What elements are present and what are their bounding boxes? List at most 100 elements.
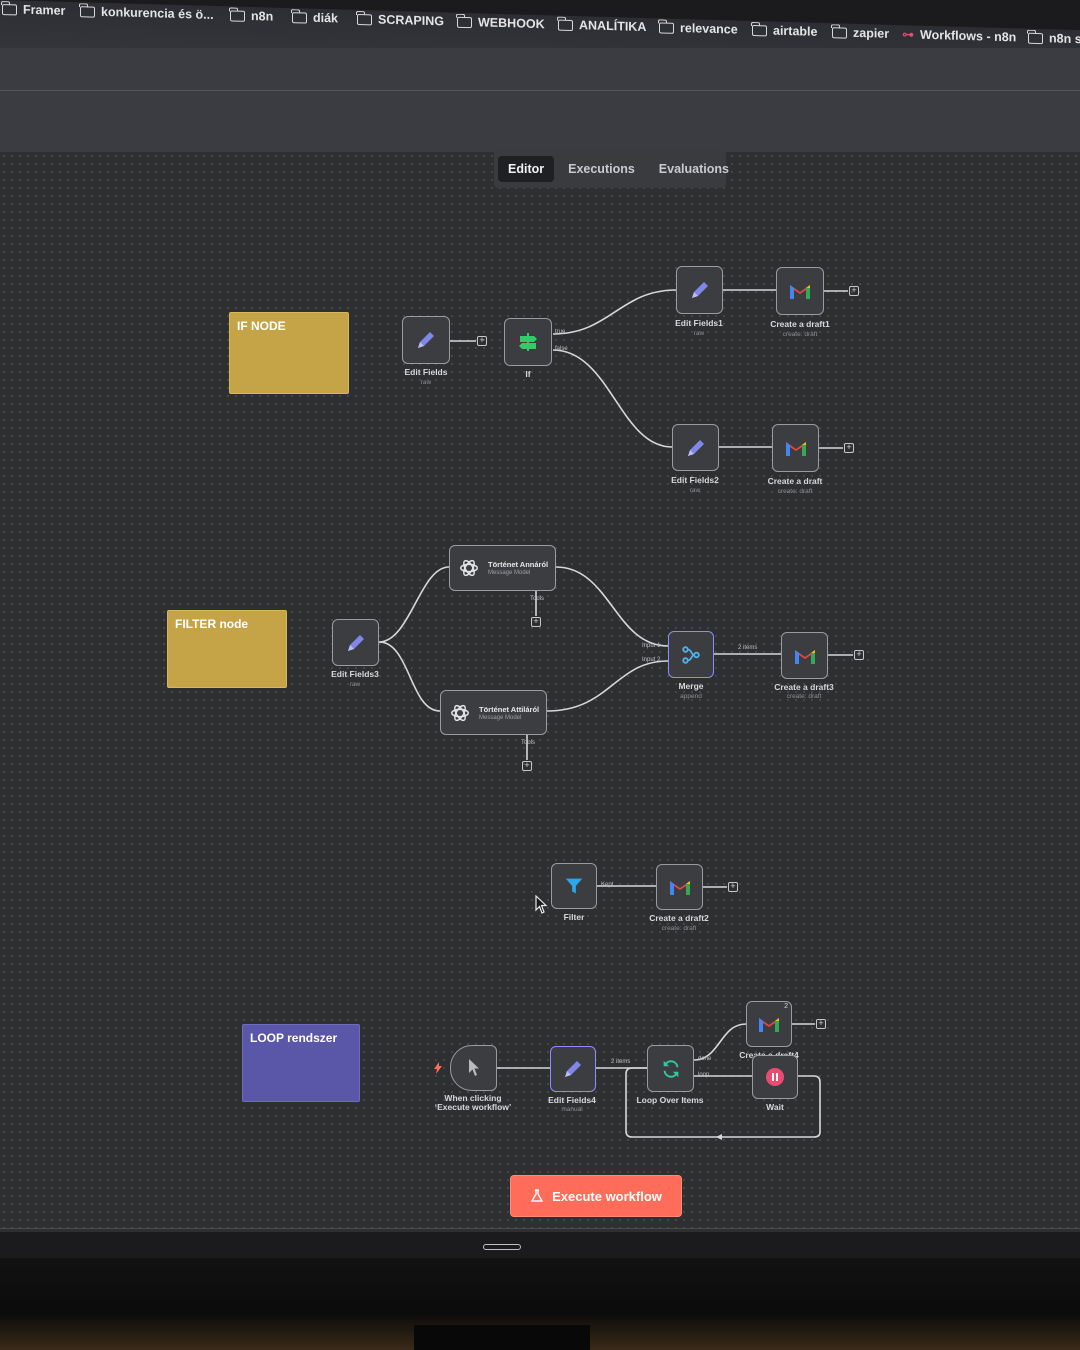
node-create-draft2[interactable]: [656, 864, 703, 910]
node-label: Edit Fields: [404, 367, 448, 377]
add-node-button[interactable]: +: [477, 336, 487, 346]
node-if[interactable]: [504, 318, 552, 366]
openai-icon: [460, 559, 478, 577]
merge-icon: [682, 645, 700, 664]
node-subtitle: raw: [689, 487, 701, 494]
bookmark-label: n8n s: [1049, 31, 1080, 47]
bookmark-label: airtable: [773, 23, 818, 39]
node-merge[interactable]: [668, 631, 714, 678]
node-edit-fields2[interactable]: [672, 424, 719, 471]
node-create-draft1[interactable]: [776, 267, 824, 315]
node-subtitle: Message Model: [488, 570, 531, 576]
bookmark-diak[interactable]: diák: [292, 10, 338, 25]
folder-icon: [2, 3, 17, 15]
bookmark-workflows-n8n[interactable]: ⊶Workflows - n8n: [902, 27, 1016, 44]
pointer-click-icon: [468, 1059, 479, 1076]
sticky-note-filter[interactable]: FILTER node: [167, 610, 287, 688]
bookmark-n8n[interactable]: n8n: [230, 8, 273, 24]
add-tool-button[interactable]: +: [531, 617, 541, 627]
gmail-icon: [759, 1018, 779, 1032]
node-edit-fields[interactable]: [402, 316, 450, 364]
tab-editor[interactable]: Editor: [498, 156, 555, 182]
node-subtitle: raw: [349, 681, 361, 688]
node-loop-over-items[interactable]: [647, 1045, 694, 1092]
view-tabs: Editor Executions Evaluations: [494, 150, 729, 188]
bookmark-label: konkurencia és ö...: [101, 4, 214, 22]
output-label-loop: loop: [698, 1072, 710, 1078]
flask-icon: [530, 1189, 544, 1202]
if-signpost-icon: [519, 333, 537, 351]
items-count-label: 2 items: [611, 1059, 631, 1065]
node-edit-fields1[interactable]: [676, 266, 723, 314]
bookmark-n8n-s[interactable]: n8n s: [1028, 31, 1080, 46]
sticky-note-text: LOOP rendszer: [250, 1031, 338, 1045]
tools-port-label: Tools: [530, 596, 545, 602]
node-filter[interactable]: [551, 863, 597, 909]
node-label: Történet Attiláról: [479, 704, 540, 714]
node-label: Merge: [678, 681, 704, 691]
node-subtitle: raw: [420, 379, 432, 386]
node-manual-trigger[interactable]: [450, 1045, 497, 1091]
node-wait[interactable]: [752, 1055, 798, 1099]
pencil-icon: [418, 332, 434, 348]
bookmark-zapier[interactable]: zapier: [832, 25, 889, 41]
node-create-draft[interactable]: [772, 424, 819, 472]
node-create-draft4[interactable]: 2: [746, 1001, 792, 1047]
bookmark-relevance[interactable]: relevance: [659, 20, 738, 37]
node-label: Create a draft2: [649, 913, 709, 923]
node-label: Történet Annáról: [488, 560, 549, 569]
node-subtitle: create: draft: [786, 693, 822, 700]
add-tool-button[interactable]: +: [522, 761, 532, 771]
sticky-note-loop[interactable]: LOOP rendszer: [242, 1024, 360, 1102]
bookmark-webhook[interactable]: WEBHOOK: [457, 15, 545, 31]
n8n-logo-icon: ⊶: [902, 27, 914, 42]
folder-icon: [752, 24, 767, 36]
node-create-draft3[interactable]: [781, 632, 828, 679]
sticky-note-text: FILTER node: [175, 617, 249, 631]
folder-icon: [230, 9, 245, 22]
folder-icon: [292, 11, 307, 24]
node-label: Wait: [766, 1102, 784, 1112]
monitor-stand: [414, 1325, 590, 1350]
add-node-button[interactable]: +: [849, 286, 859, 296]
node-label: Filter: [563, 912, 585, 922]
openai-icon: [451, 704, 469, 721]
bookmark-analitika[interactable]: ANALÍTIKA: [558, 18, 646, 34]
output-label-true: true: [555, 329, 566, 335]
node-subtitle: raw: [693, 330, 705, 337]
bookmark-scraping[interactable]: SCRAPING: [357, 12, 444, 28]
merge-input2-label: Input 2: [642, 657, 661, 663]
filter-funnel-icon: [565, 878, 583, 894]
add-node-button[interactable]: +: [854, 650, 864, 660]
mouse-cursor-icon: [535, 895, 548, 914]
tab-evaluations[interactable]: Evaluations: [658, 162, 729, 176]
node-label: Edit Fields4: [548, 1095, 596, 1105]
pencil-icon: [565, 1061, 581, 1077]
gmail-icon: [790, 285, 810, 299]
node-edit-fields4[interactable]: [550, 1046, 596, 1092]
gmail-icon: [785, 442, 806, 456]
tab-executions[interactable]: Executions: [568, 162, 635, 176]
node-label: Create a draft: [767, 476, 823, 486]
merge-input1-label: Input 1: [642, 643, 661, 649]
node-label: Create a draft3: [774, 682, 834, 692]
bookmark-framer[interactable]: Framer: [2, 2, 65, 18]
execute-button-label: Execute workflow: [552, 1188, 662, 1204]
bookmark-airtable[interactable]: airtable: [752, 23, 817, 39]
node-subtitle: manual: [561, 1106, 583, 1113]
home-indicator: [483, 1244, 521, 1250]
node-label: Edit Fields1: [675, 318, 723, 328]
node-edit-fields3[interactable]: [332, 619, 379, 666]
node-subtitle: Message Model: [479, 714, 522, 721]
node-label: When clicking ‘Execute workflow’: [434, 1093, 512, 1112]
add-node-button[interactable]: +: [816, 1019, 826, 1029]
bookmark-konkurencia[interactable]: konkurencia és ö...: [80, 4, 214, 22]
node-label: Create a draft1: [770, 319, 830, 329]
folder-icon: [558, 19, 573, 31]
execute-workflow-button[interactable]: Execute workflow: [510, 1175, 682, 1217]
add-node-button[interactable]: +: [728, 882, 738, 892]
sticky-note-if[interactable]: IF NODE: [229, 312, 349, 394]
add-node-button[interactable]: +: [844, 443, 854, 453]
